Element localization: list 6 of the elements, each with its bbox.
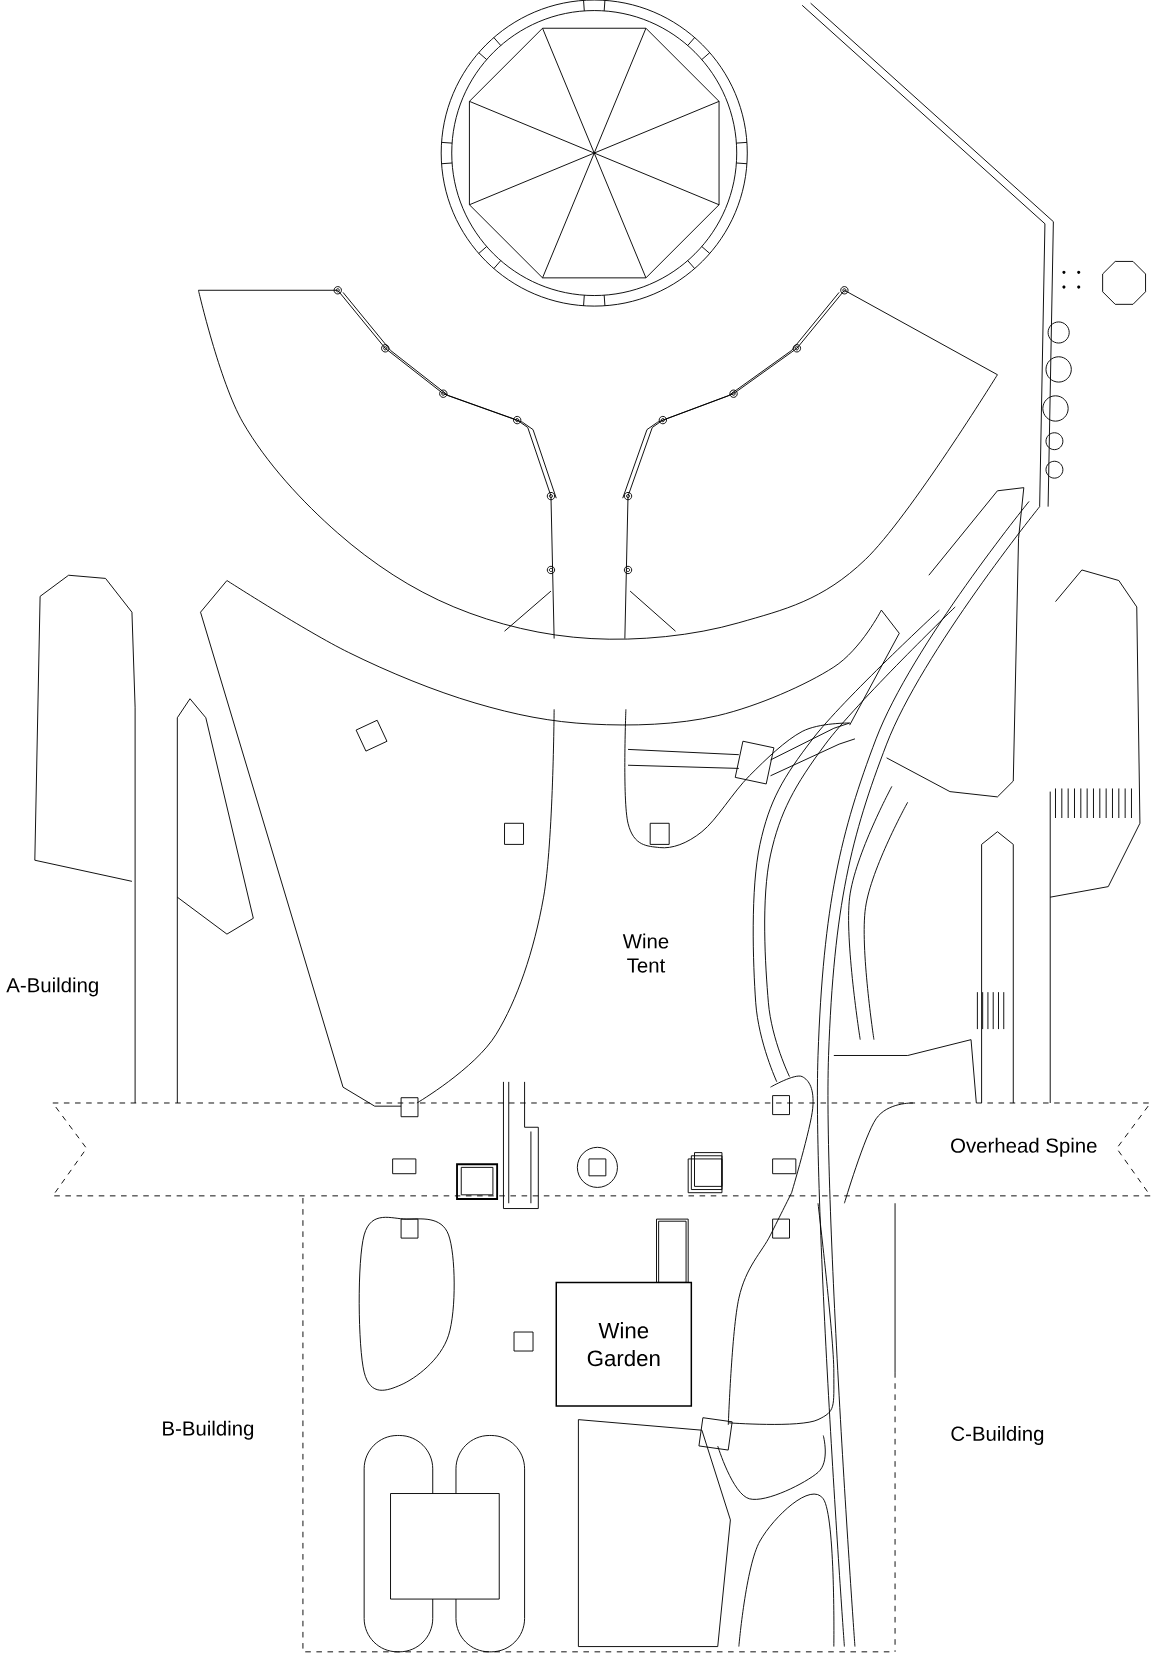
area-label: A-Building [4,975,102,999]
spine-band: Overhead Spine [52,1102,1152,1197]
area-label: Wine Tent [607,931,685,975]
area-label: C-Building [948,1424,1047,1447]
garden-box: Wine Garden [555,1218,693,1407]
area-label: B-Building [159,1418,257,1442]
